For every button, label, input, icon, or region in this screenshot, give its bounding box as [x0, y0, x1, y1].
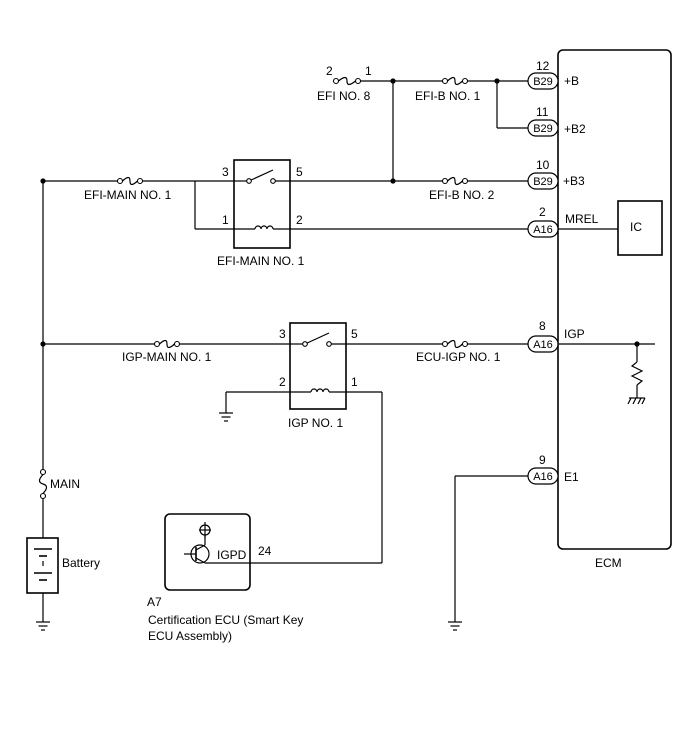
- connector-code: B29: [533, 123, 553, 135]
- efi-main-relay-pin-3: 3: [222, 165, 229, 179]
- relay-igp-no1: 3 5 2 1 IGP NO. 1: [279, 322, 358, 430]
- efi-no8-label: EFI NO. 8: [317, 89, 371, 103]
- certification-ecu: IGPD 24 A7 Certification ECU (Smart Key …: [147, 513, 303, 643]
- fuse-igp-main-no1: IGP-MAIN NO. 1: [122, 339, 212, 364]
- terminal-number: 2: [539, 205, 546, 219]
- terminal-name: +B3: [563, 174, 585, 188]
- efi-main-no1-fuse-label: EFI-MAIN NO. 1: [84, 188, 172, 202]
- efi-b-no1-label: EFI-B NO. 1: [415, 89, 481, 103]
- igpd-label: IGPD: [217, 548, 247, 562]
- igp-main-no1-label: IGP-MAIN NO. 1: [122, 350, 212, 364]
- ecm-ic-label: IC: [630, 220, 642, 234]
- efi-main-relay-pin-2: 2: [296, 213, 303, 227]
- relay-efi-main: 3 5 1 2 EFI-MAIN NO. 1: [217, 159, 305, 268]
- ecu-igp-no1-label: ECU-IGP NO. 1: [416, 350, 501, 364]
- efi-main-relay-pin-5: 5: [296, 165, 303, 179]
- fuse-efi-main-no1: EFI-MAIN NO. 1: [84, 176, 172, 202]
- ecm-terminal-e1: A16 9 E1: [527, 453, 579, 485]
- connector-code: B29: [533, 176, 553, 188]
- efi-no8-pin-1: 1: [365, 64, 372, 78]
- terminal-number: 12: [536, 59, 550, 73]
- terminal-number: 10: [536, 158, 550, 172]
- igp-relay-label: IGP NO. 1: [288, 416, 343, 430]
- terminal-name: IGP: [564, 327, 585, 341]
- ground-ecm-igp-icon: [627, 397, 646, 405]
- terminal-name: MREL: [565, 212, 599, 226]
- main-fuse-label: MAIN: [50, 477, 80, 491]
- ground-battery-icon: [36, 621, 50, 631]
- ground-igp-relay-icon: [219, 412, 233, 422]
- efi-b-no2-label: EFI-B NO. 2: [429, 188, 495, 202]
- terminal-number: 9: [539, 453, 546, 467]
- igpd-terminal-number: 24: [258, 544, 272, 558]
- efi-no8-pin-2: 2: [326, 64, 333, 78]
- battery: Battery: [26, 537, 100, 594]
- fuse-main: MAIN: [38, 468, 80, 500]
- connector-code: A16: [533, 224, 553, 236]
- ecm-label: ECM: [595, 556, 622, 570]
- ecm-terminal-mrel: A16 2 MREL: [527, 205, 599, 238]
- terminal-name: E1: [564, 470, 579, 484]
- ecm-terminal-b3: B29 10 +B3: [527, 158, 585, 190]
- terminal-name: +B: [564, 74, 579, 88]
- cert-ecu-name-line1: Certification ECU (Smart Key: [148, 613, 303, 627]
- battery-label: Battery: [62, 556, 100, 570]
- junction-dots: [40, 78, 640, 347]
- igp-relay-pin-2: 2: [279, 375, 286, 389]
- efi-main-relay-label: EFI-MAIN NO. 1: [217, 254, 305, 268]
- efi-main-relay-pin-1: 1: [222, 213, 229, 227]
- terminal-number: 11: [536, 105, 549, 119]
- terminal-name: +B2: [564, 122, 586, 136]
- cert-ecu-name-line2: ECU Assembly): [148, 629, 232, 643]
- connector-code: A16: [533, 339, 553, 351]
- connector-code: B29: [533, 76, 553, 88]
- ecm-block: IC ECM: [557, 49, 672, 570]
- ecm-terminal-b2: B29 11 +B2: [527, 105, 586, 137]
- connector-code: A16: [533, 471, 553, 483]
- fuse-efi-b-no2: EFI-B NO. 2: [429, 176, 495, 202]
- fuse-efi-b-no1: EFI-B NO. 1: [415, 76, 481, 103]
- ground-e1-icon: [448, 621, 462, 631]
- ecm-terminal-b: B29 12 +B: [527, 59, 579, 90]
- igp-relay-pin-1: 1: [351, 375, 358, 389]
- igp-relay-pin-5: 5: [351, 327, 358, 341]
- ecm-terminal-igp: A16 8 IGP: [527, 319, 585, 353]
- fuse-ecu-igp-no1: ECU-IGP NO. 1: [416, 339, 501, 364]
- cert-ecu-code: A7: [147, 595, 162, 609]
- fuse-efi-no8: 2 1 EFI NO. 8: [317, 64, 372, 103]
- igp-relay-pin-3: 3: [279, 327, 286, 341]
- terminal-number: 8: [539, 319, 546, 333]
